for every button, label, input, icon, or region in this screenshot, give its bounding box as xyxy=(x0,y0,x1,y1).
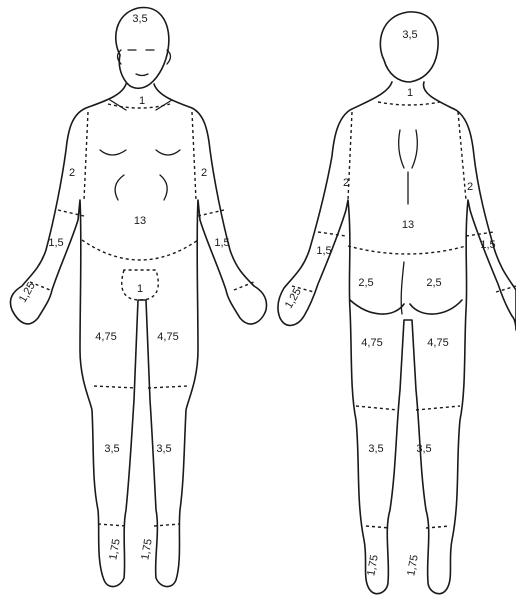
back-waist-boundary xyxy=(348,246,466,254)
front-neck-label: 1 xyxy=(139,95,145,107)
front-chest-right xyxy=(156,150,180,155)
back-scapula-right xyxy=(412,130,417,168)
front-wrist-right-boundary xyxy=(234,282,254,290)
front-trunk-label: 13 xyxy=(134,215,146,227)
back-forearm-left-label: 1,5 xyxy=(316,245,331,257)
front-hand-left-label: 1,25 xyxy=(17,280,38,305)
back-buttock-left-fold xyxy=(350,300,404,314)
front-foot-right-label: 1,75 xyxy=(139,538,155,561)
front-ankle-left-boundary xyxy=(98,524,126,526)
back-ankle-left-boundary xyxy=(366,526,390,528)
front-leg-left-label: 3,5 xyxy=(104,443,119,455)
back-upper-arm-right-label: 2 xyxy=(467,181,473,193)
front-face-mouth xyxy=(136,74,148,76)
back-buttock-right-label: 2,5 xyxy=(426,277,441,289)
back-figure xyxy=(278,12,516,594)
front-head-label: 3,5 xyxy=(132,13,147,25)
back-head-label: 3,5 xyxy=(402,29,417,41)
back-buttock-left-label: 2,5 xyxy=(358,277,373,289)
front-thigh-right-label: 4,75 xyxy=(157,331,178,343)
back-thigh-left-label: 4,75 xyxy=(361,337,382,349)
front-forearm-left-label: 1,5 xyxy=(48,237,63,249)
back-neck-boundary xyxy=(378,102,440,105)
front-upper-arm-left-label: 2 xyxy=(69,167,75,179)
front-knee-right-boundary xyxy=(148,386,188,388)
back-trunk-label: 13 xyxy=(402,219,414,231)
front-abdomen-line-left xyxy=(115,175,124,200)
back-head-outline xyxy=(380,12,438,82)
back-buttock-right-fold xyxy=(410,300,462,314)
front-shoulder-right-boundary xyxy=(192,112,196,200)
back-body-outline xyxy=(278,82,516,594)
back-ankle-right-boundary xyxy=(426,526,450,528)
back-knee-right-boundary xyxy=(416,406,460,410)
back-foot-left-label: 1,75 xyxy=(365,554,381,577)
back-upper-arm-left-label: 2 xyxy=(343,177,349,189)
front-waist-boundary xyxy=(82,240,198,260)
front-forearm-right-label: 1,5 xyxy=(214,237,229,249)
back-forearm-right-label: 1,5 xyxy=(480,239,495,251)
back-knee-left-boundary xyxy=(356,406,398,410)
back-hand-left-label: 1,25 xyxy=(283,286,304,311)
front-abdomen-line-right xyxy=(160,175,167,200)
back-thigh-right-label: 4,75 xyxy=(427,337,448,349)
front-shoulder-left-boundary xyxy=(84,112,88,200)
front-knee-left-boundary xyxy=(94,386,136,388)
front-body-outline xyxy=(10,84,266,587)
back-scapula-left xyxy=(399,130,404,168)
front-foot-left-label: 1,75 xyxy=(107,538,123,561)
back-leg-left-label: 3,5 xyxy=(368,443,383,455)
front-chest-left xyxy=(100,150,126,155)
back-foot-right-label: 1,75 xyxy=(405,554,421,577)
front-leg-right-label: 3,5 xyxy=(156,443,171,455)
back-shoulder-right-boundary xyxy=(458,112,466,200)
back-elbow-left-boundary xyxy=(318,232,346,236)
front-upper-arm-right-label: 2 xyxy=(201,167,207,179)
back-leg-right-label: 3,5 xyxy=(416,443,431,455)
back-neck-label: 1 xyxy=(407,87,413,99)
front-thigh-left-label: 4,75 xyxy=(95,331,116,343)
front-genital-label: 1 xyxy=(137,283,143,295)
